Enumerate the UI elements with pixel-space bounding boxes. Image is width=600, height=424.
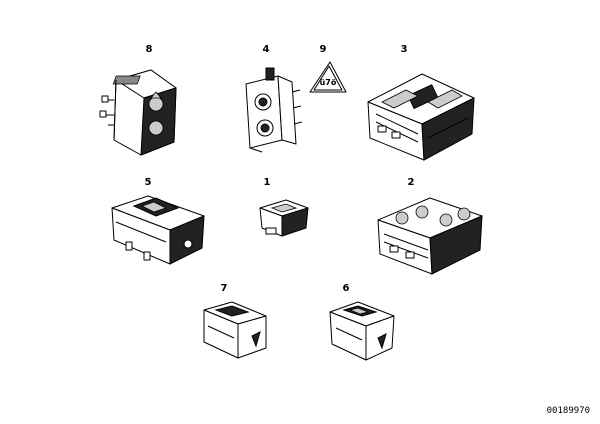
callout-9: 9: [319, 44, 327, 55]
callout-7: 7: [220, 283, 228, 294]
drawing-id: 00189970: [546, 406, 590, 416]
part-6-switch[interactable]: [322, 296, 402, 366]
callout-8: 8: [145, 44, 153, 55]
warning-label-text: ü7ö: [320, 78, 337, 87]
part-5-switch[interactable]: [104, 186, 210, 272]
part-1-switch[interactable]: [254, 192, 314, 244]
part-7-switch[interactable]: [196, 296, 276, 366]
callout-5: 5: [144, 177, 152, 188]
part-3-switch-block[interactable]: [362, 62, 482, 166]
part-2-switch-block[interactable]: [372, 186, 488, 282]
callout-3: 3: [400, 44, 408, 55]
callout-2: 2: [407, 177, 415, 188]
callout-4: 4: [262, 44, 270, 55]
callout-6: 6: [342, 283, 350, 294]
callout-1: 1: [263, 177, 271, 188]
part-8-switch[interactable]: [96, 60, 186, 160]
part-4-switch[interactable]: [238, 62, 308, 154]
part-9-warning-label[interactable]: ü7ö: [306, 56, 350, 98]
